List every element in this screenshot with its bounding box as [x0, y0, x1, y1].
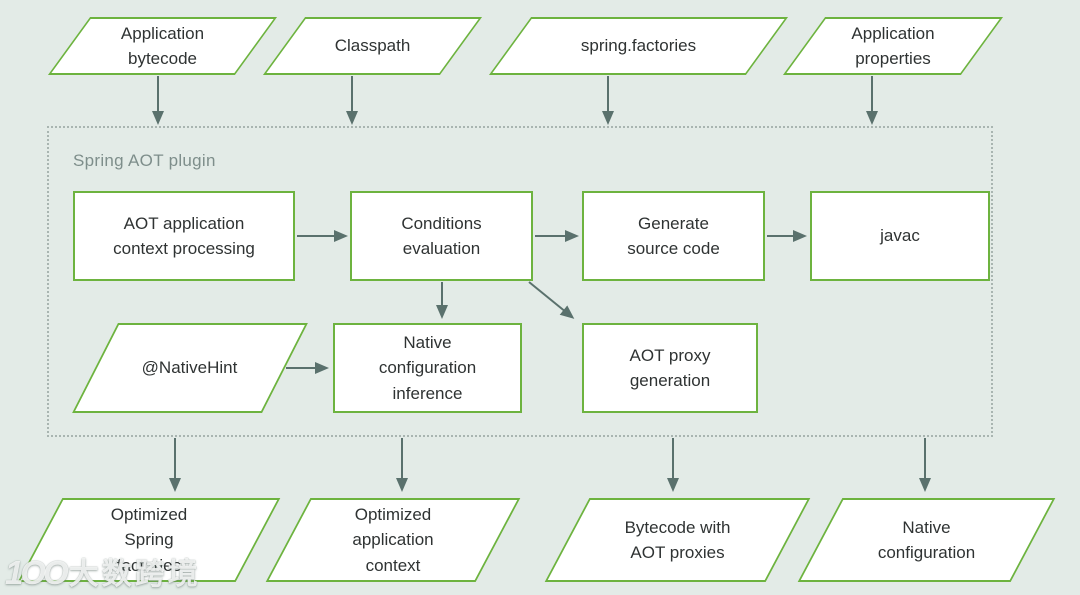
- node-native-hint: @NativeHint: [71, 323, 308, 413]
- node-label: Bytecode with AOT proxies: [624, 517, 731, 563]
- node-aot-proxy-generation: AOT proxy generation: [582, 323, 758, 413]
- spring-aot-plugin-container: [47, 126, 993, 437]
- node-output-native-configuration: Native configuration: [797, 498, 1056, 582]
- watermark: 1OO 大数跨境: [5, 549, 201, 593]
- node-conditions-evaluation: Conditions evaluation: [350, 191, 533, 281]
- node-label: Conditions evaluation: [401, 213, 482, 259]
- node-label: Generate source code: [627, 213, 720, 259]
- node-label: Classpath: [334, 36, 411, 56]
- node-generate-source-code: Generate source code: [582, 191, 765, 281]
- node-input-classpath: Classpath: [262, 17, 483, 75]
- node-label: @NativeHint: [141, 358, 238, 378]
- node-output-optimized-application-context: Optimized application context: [265, 498, 521, 582]
- node-output-optimized-spring-factories: Optimized Spring factories: [17, 498, 281, 582]
- node-label: Optimized application context: [352, 504, 434, 575]
- node-aot-application-context-processing: AOT application context processing: [73, 191, 295, 281]
- node-label: AOT application context processing: [113, 213, 255, 259]
- watermark-text: 大数跨境: [68, 558, 201, 591]
- node-javac: javac: [810, 191, 990, 281]
- node-input-application-properties: Application properties: [782, 17, 1004, 75]
- node-output-bytecode-with-aot-proxies: Bytecode with AOT proxies: [544, 498, 811, 582]
- node-label: AOT proxy generation: [629, 345, 711, 391]
- node-native-configuration-inference: Native configuration inference: [333, 323, 522, 413]
- node-input-application-bytecode: Application bytecode: [47, 17, 278, 75]
- node-label: Optimized Spring factories: [110, 504, 188, 575]
- node-input-spring-factories: spring.factories: [488, 17, 789, 75]
- watermark-logo-icon: 1OO: [5, 554, 69, 591]
- node-label: spring.factories: [580, 36, 697, 56]
- node-label: Application properties: [851, 23, 935, 69]
- node-label: Native configuration inference: [378, 332, 477, 403]
- spring-aot-plugin-label: Spring AOT plugin: [73, 151, 216, 170]
- node-label: javac: [880, 226, 920, 246]
- node-label: Native configuration: [877, 517, 976, 563]
- node-label: Application bytecode: [120, 23, 205, 69]
